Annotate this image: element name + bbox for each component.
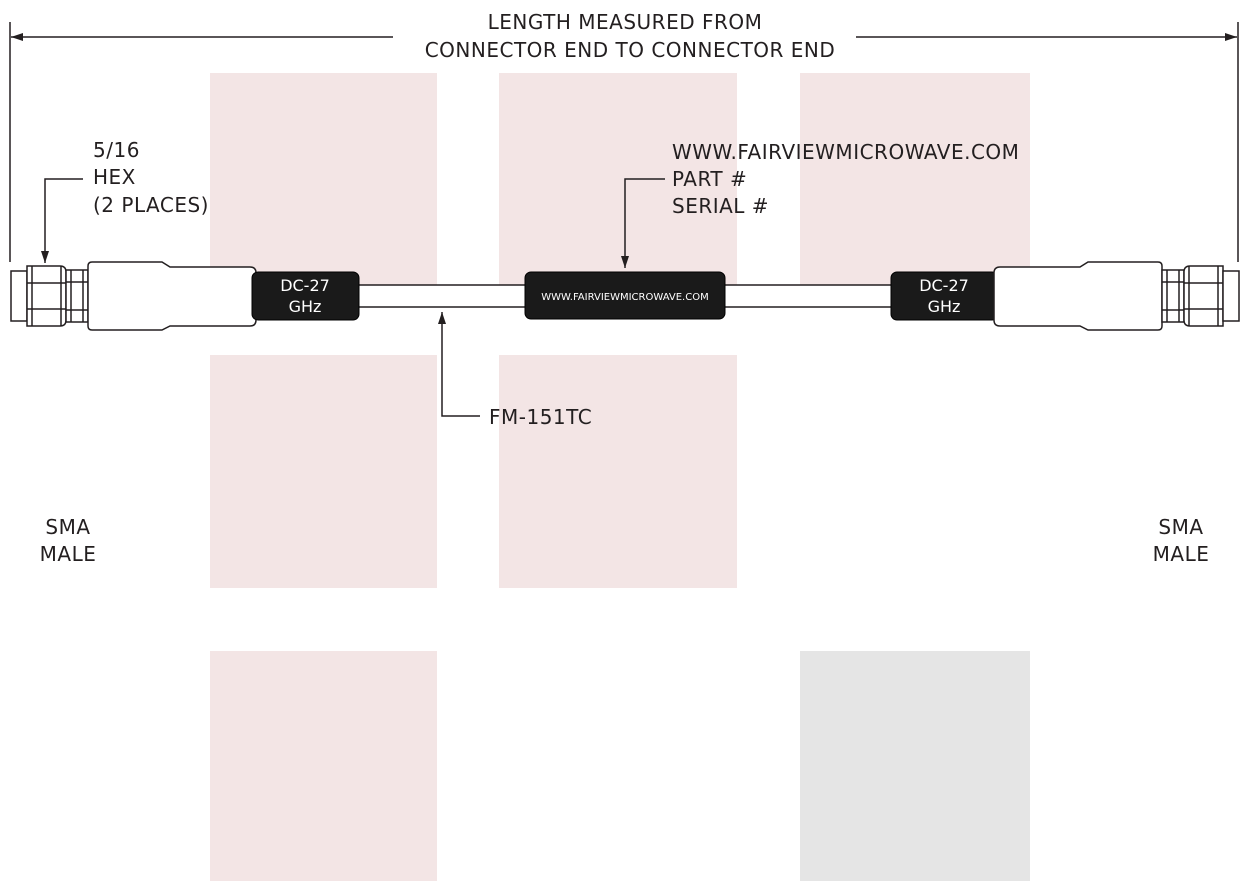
right-connector-gender: MALE: [1153, 542, 1210, 566]
left-connector-body: [87, 261, 257, 331]
right-connector-type: SMA: [1158, 515, 1203, 539]
left-connector: [10, 261, 257, 331]
left-frequency-band: DC-27 GHz: [251, 271, 360, 321]
marking-callout-leader: [621, 178, 665, 268]
marking-callout-line1: WWW.FAIRVIEWMICROWAVE.COM: [672, 140, 1019, 164]
dimension-label-line1: LENGTH MEASURED FROM: [488, 10, 763, 34]
marking-callout-line2: PART #: [672, 167, 747, 191]
left-connector-gender: MALE: [40, 542, 97, 566]
sleeve-marking-text: WWW.FAIRVIEWMICROWAVE.COM: [541, 292, 708, 303]
hex-callout-line3: (2 PLACES): [93, 193, 209, 217]
left-band-line1: DC-27: [280, 276, 330, 295]
right-hex-body: [1161, 269, 1185, 323]
hex-callout-leader: [41, 178, 83, 263]
dimension-label-line2: CONNECTOR END TO CONNECTOR END: [425, 38, 836, 62]
right-band-line2: GHz: [928, 297, 961, 316]
right-band-line1: DC-27: [919, 276, 969, 295]
hex-callout-line1: 5/16: [93, 138, 140, 162]
center-marker-sleeve: WWW.FAIRVIEWMICROWAVE.COM: [524, 271, 726, 320]
right-connector-body: [993, 261, 1163, 331]
left-coupling-tip: [10, 270, 28, 322]
left-hex-nut: [26, 265, 67, 327]
cable-part-number: FM-151TC: [489, 405, 592, 429]
watermark-block: [499, 355, 737, 588]
watermark-block: [499, 73, 737, 294]
right-coupling-tip: [1222, 270, 1240, 322]
right-frequency-band: DC-27 GHz: [890, 271, 999, 321]
watermark-block: [210, 73, 437, 294]
watermark-block: [800, 651, 1030, 881]
watermark-block: [210, 651, 437, 881]
watermark-block: [800, 73, 1030, 294]
hex-callout-line2: HEX: [93, 165, 136, 189]
left-connector-type: SMA: [45, 515, 90, 539]
length-dimension: [9, 22, 1239, 262]
watermark-block: [210, 355, 437, 588]
left-hex-body: [65, 269, 89, 323]
right-connector: [993, 261, 1240, 331]
cable-callout-leader: [438, 312, 480, 417]
marking-callout-line3: SERIAL #: [672, 194, 769, 218]
background-blocks: [210, 73, 1030, 881]
left-band-line2: GHz: [289, 297, 322, 316]
right-hex-nut: [1183, 265, 1224, 327]
